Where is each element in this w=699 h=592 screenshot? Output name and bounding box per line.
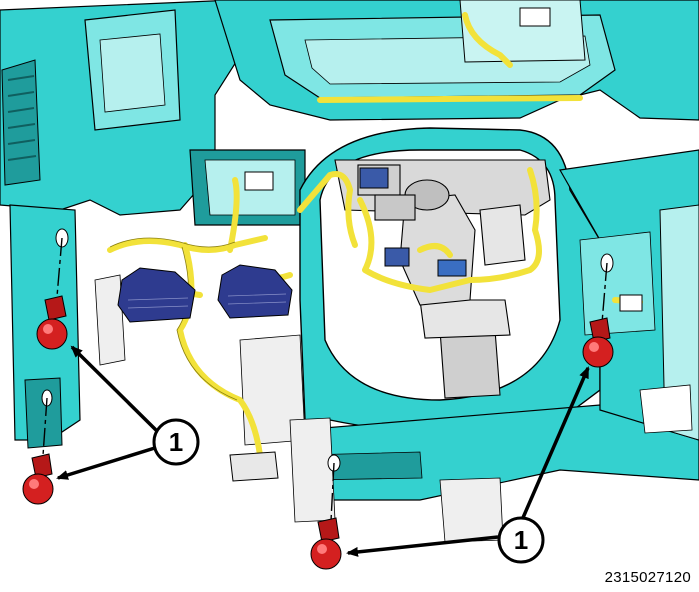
electrical-connectors [117,7,643,482]
panel-bolts [22,295,614,570]
left-air-vent [1,59,41,186]
fastener-holes [41,228,614,472]
instrument-panel [0,0,699,501]
leader-to-bolt-upper-left [70,345,160,434]
column-shaft [439,329,501,399]
bolt-bottom-center [310,517,342,570]
hanging-connector [229,451,279,482]
leader-to-bolt-lower-left [56,445,159,480]
right-end-cap [659,204,699,441]
callout-left: 1 [152,418,200,466]
connector-small-5 [519,7,551,27]
connector-right [217,264,293,319]
connector-small-3 [384,247,410,267]
callout-left-label: 1 [169,427,183,457]
bolt-lower-left [22,453,54,505]
figure-number: 2315027120 [604,569,691,586]
bolt-right [582,317,614,368]
vent-louvers [7,75,37,161]
leader-to-bolt-bottom-center [346,535,499,557]
callout-right-label: 1 [514,525,528,555]
leader-arrows [56,345,590,557]
wiring-harness-outline [109,237,238,401]
connector-small-6 [619,294,643,312]
connector-left [117,267,196,323]
connector-small-1 [244,171,274,191]
support-structure [94,274,504,543]
bolt-upper-left [36,295,68,350]
connector-small-4 [437,259,467,277]
callout-right: 1 [497,516,545,564]
connector-small-2 [359,167,389,189]
leader-to-bolt-right [520,366,590,521]
